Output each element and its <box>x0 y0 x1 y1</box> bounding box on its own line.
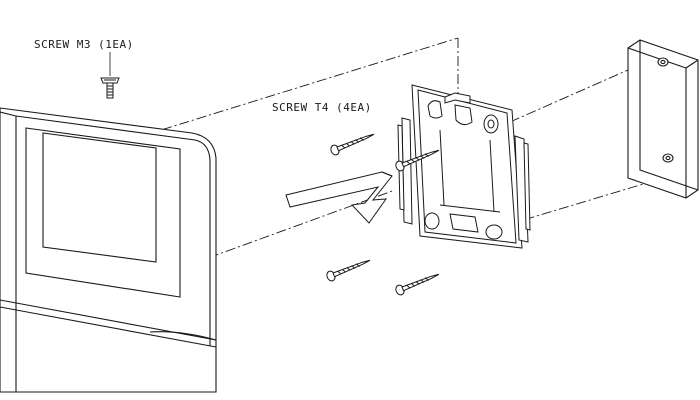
direction-arrow <box>286 172 392 223</box>
electrical-box <box>628 40 698 198</box>
wall-bracket <box>398 85 530 248</box>
label-screw-m3: SCREW M3 (1EA) <box>34 38 134 51</box>
screws-t4 <box>325 130 440 297</box>
screw-t4-3 <box>325 256 371 283</box>
monitor-unit <box>0 108 216 392</box>
screw-t4-4 <box>394 270 440 297</box>
screw-t4-1 <box>329 130 375 157</box>
screw-t4-2 <box>394 146 440 173</box>
label-screw-t4: SCREW T4 (4EA) <box>272 101 372 114</box>
screw-m3 <box>101 78 119 98</box>
